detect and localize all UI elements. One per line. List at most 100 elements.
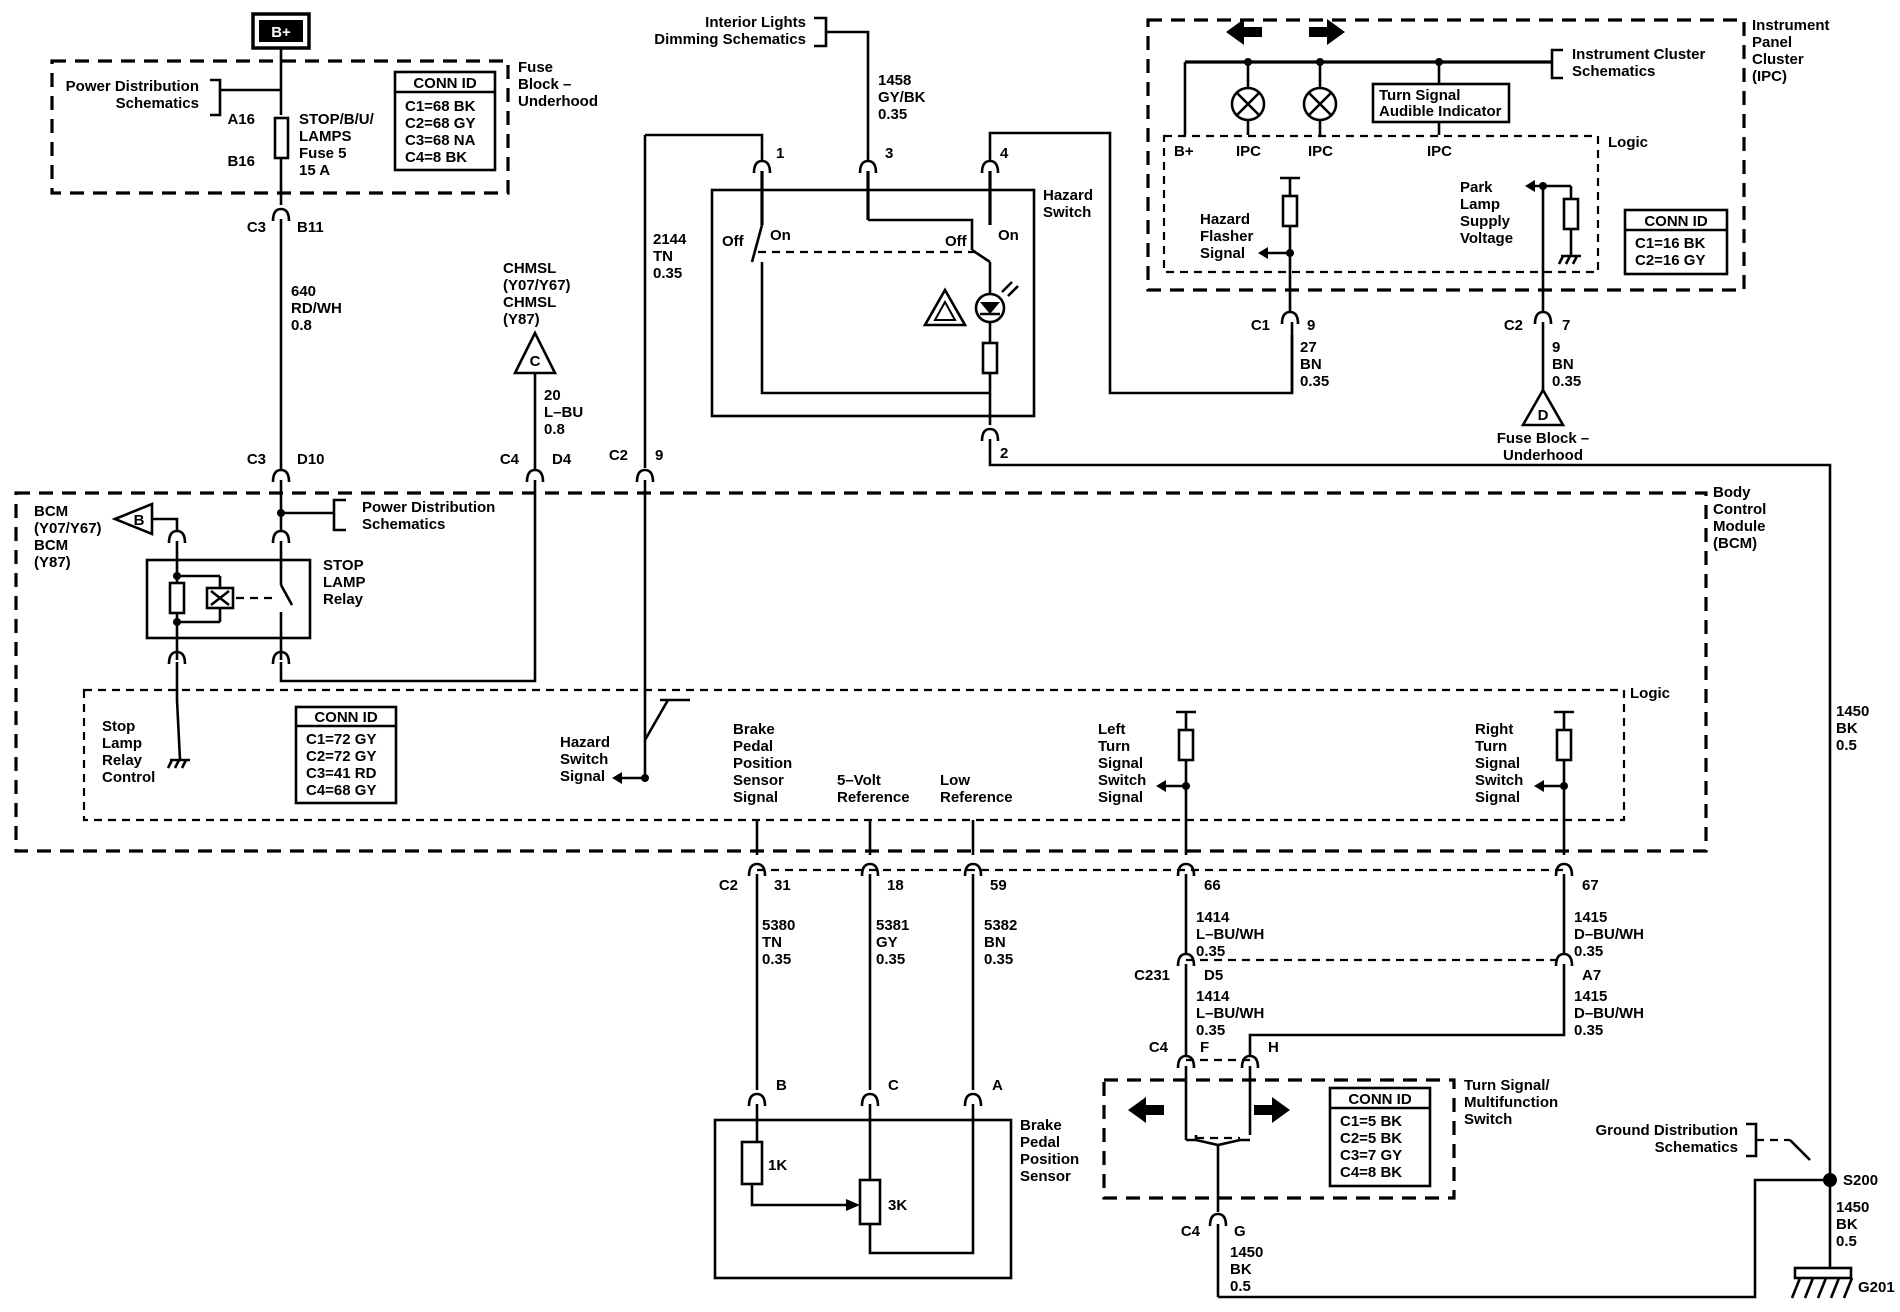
ipc-title-2: Panel xyxy=(1752,34,1792,51)
diagram-label: D4 xyxy=(552,451,572,468)
ipc-logic-boundary xyxy=(1162,134,1600,274)
diagram-label: B xyxy=(134,512,145,529)
diagram-label: BN xyxy=(1300,356,1322,373)
diagram-label: Turn Signal xyxy=(1379,87,1460,104)
relay-title-3: Relay xyxy=(323,591,364,608)
diagram-label: C4 xyxy=(1181,1223,1201,1240)
diagram-label: L–BU/WH xyxy=(1196,926,1264,943)
left-indicator-lamp xyxy=(1230,62,1266,135)
chmsl-label-2: (Y07/Y67) xyxy=(503,277,571,294)
bpp-title-4: Sensor xyxy=(1020,1168,1071,1185)
diagram-label: TN xyxy=(762,934,782,951)
bcm-title-1: Body xyxy=(1713,484,1751,501)
relay-ctrl-1: Stop xyxy=(102,718,135,735)
relay-ctrl-4: Control xyxy=(102,769,155,786)
ipc-fuse-ref-2: Underhood xyxy=(1503,447,1583,464)
diagram-label: CONN ID xyxy=(413,75,477,92)
ipc-hazard-sig-2: Flasher xyxy=(1200,228,1254,245)
ipc-hazard-sig-1: Hazard xyxy=(1200,211,1250,228)
pd-ref-2: Schematics xyxy=(116,95,199,112)
bcm-label-2: (Y07/Y67) xyxy=(34,520,102,537)
diagram-label: C2=72 GY xyxy=(306,748,376,765)
diagram-label: C xyxy=(530,353,541,370)
diagram-label: CONN ID xyxy=(314,709,378,726)
diagram-label: H xyxy=(1268,1039,1279,1056)
right-indicator-lamp xyxy=(1302,62,1338,135)
ipc-title-1: Instrument xyxy=(1752,17,1830,34)
ground-ref-2: Schematics xyxy=(1655,1139,1738,1156)
ipc-park-sig-2: Lamp xyxy=(1460,196,1500,213)
hazard-sig-3: Signal xyxy=(560,768,605,785)
diagram-label: 0.8 xyxy=(544,421,565,438)
diagram-label: 0.35 xyxy=(762,951,791,968)
diagram-label: 2 xyxy=(1000,445,1008,462)
stop-lamp-relay xyxy=(145,541,312,660)
diagram-label: CONN ID xyxy=(1348,1091,1412,1108)
diagram-label: Logic xyxy=(1608,134,1648,151)
lowref-1: Low xyxy=(940,772,970,789)
diagram-label: 0.5 xyxy=(1836,1233,1857,1250)
diagram-label: C4=8 BK xyxy=(1340,1164,1402,1181)
bcm-title-4: (BCM) xyxy=(1713,535,1757,552)
diagram-label: 1450 xyxy=(1836,703,1869,720)
bcm-label-4: (Y87) xyxy=(34,554,71,571)
bcm-conn-id-box: CONN ID C1=72 GY C2=72 GY C3=41 RD C4=68… xyxy=(294,705,398,805)
diagram-label: B11 xyxy=(297,219,324,236)
diagram-label: 0.35 xyxy=(984,951,1013,968)
diagram-label: G xyxy=(1234,1223,1246,1240)
diagram-label: Off xyxy=(722,233,745,250)
diagram-label: C xyxy=(888,1077,899,1094)
diagram-label: 640 xyxy=(291,283,316,300)
diagram-label: 0.35 xyxy=(1574,1022,1603,1039)
diagram-label: 1415 xyxy=(1574,988,1607,1005)
diagram-label: C3 xyxy=(247,219,266,236)
diagram-label: 1450 xyxy=(1230,1244,1263,1261)
fuse-name-2: LAMPS xyxy=(299,128,352,145)
diagram-label: IPC xyxy=(1427,143,1452,160)
hazard-indicator-led xyxy=(974,281,1019,324)
bpp-sig-3: Position xyxy=(733,755,792,772)
diagram-label: D10 xyxy=(297,451,325,468)
diagram-label: 0.5 xyxy=(1836,737,1857,754)
diagram-label: 66 xyxy=(1204,877,1221,894)
bcm-pd-ref-1: Power Distribution xyxy=(362,499,495,516)
diagram-label: BK xyxy=(1836,1216,1858,1233)
diagram-label: 9 xyxy=(1552,339,1560,356)
audible-indicator: Turn Signal Audible Indicator xyxy=(1371,62,1511,135)
left-sig-4: Switch xyxy=(1098,772,1146,789)
bpp-sensor-body xyxy=(713,1118,1013,1280)
diagram-label: 1414 xyxy=(1196,988,1230,1005)
fuse-block-title-2: Block – xyxy=(518,76,571,93)
diagram-label: On xyxy=(770,227,791,244)
fuse-block-title-3: Underhood xyxy=(518,93,598,110)
ipc-ref-1: Instrument Cluster xyxy=(1572,46,1706,63)
tsm-conn-id-box: CONN ID C1=5 BK C2=5 BK C3=7 GY C4=8 BK xyxy=(1328,1086,1432,1188)
diagram-label: 4 xyxy=(1000,145,1009,162)
left-sig-1: Left xyxy=(1098,721,1126,738)
diagram-label: D–BU/WH xyxy=(1574,1005,1644,1022)
left-sig-3: Signal xyxy=(1098,755,1143,772)
diagram-label: 5380 xyxy=(762,917,795,934)
chmsl-label-3: CHMSL xyxy=(503,294,556,311)
bpp-sig-4: Sensor xyxy=(733,772,784,789)
diagram-label: A7 xyxy=(1582,967,1601,984)
ipc-hazard-sig-3: Signal xyxy=(1200,245,1245,262)
tsm-boundary xyxy=(1102,1078,1456,1200)
ref5v-2: Reference xyxy=(837,789,910,806)
right-sig-2: Turn xyxy=(1475,738,1507,755)
diagram-label: 1415 xyxy=(1574,909,1607,926)
diagram-label: B+ xyxy=(1174,143,1194,160)
diagram-label: RD/WH xyxy=(291,300,342,317)
diagram-label: C2 xyxy=(1504,317,1523,334)
ipc-boundary xyxy=(1146,18,1746,292)
ipc-title-3: Cluster xyxy=(1752,51,1804,68)
diagram-label: C4 xyxy=(1149,1039,1169,1056)
relay-title-2: LAMP xyxy=(323,574,366,591)
diagram-label: C2=68 GY xyxy=(405,115,475,132)
diagram-label: 0.8 xyxy=(291,317,312,334)
diagram-label: 0.35 xyxy=(1196,1022,1225,1039)
pd-ref-1: Power Distribution xyxy=(66,78,199,95)
diagram-label: 31 xyxy=(774,877,791,894)
diagram-label: C4=68 GY xyxy=(306,782,376,799)
diagram-label: L–BU/WH xyxy=(1196,1005,1264,1022)
